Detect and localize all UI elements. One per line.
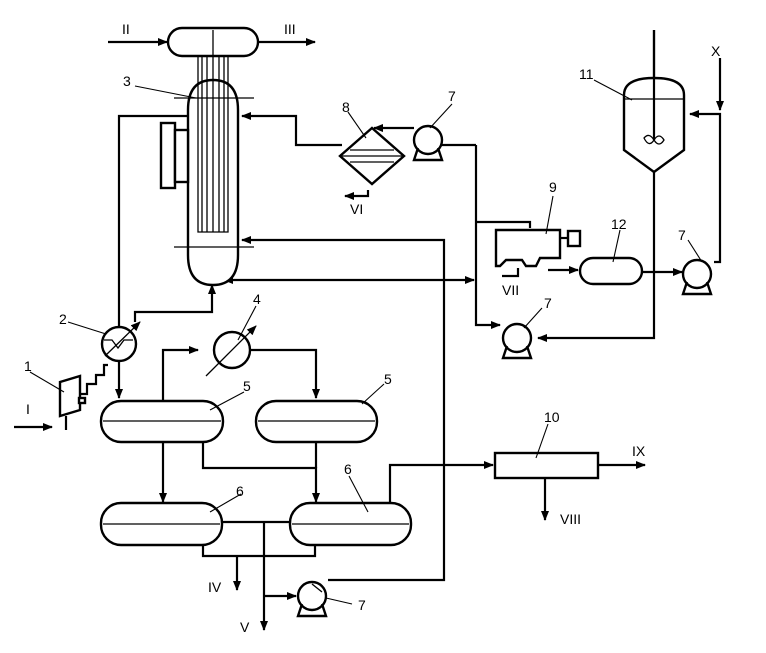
stream-X: X [711, 43, 721, 59]
stream-VIII: VIII [560, 511, 581, 527]
label-6-right: 6 [344, 461, 352, 477]
stream-labels: I II III IV V VI VII VIII IX X [26, 21, 721, 635]
stream-VI: VI [350, 201, 363, 217]
filter-8 [338, 126, 406, 186]
label-7-bottom: 7 [358, 597, 366, 613]
label-4: 4 [253, 291, 261, 307]
leader-lines [29, 79, 703, 605]
label-7-middle: 7 [544, 295, 552, 311]
label-7-right: 7 [678, 227, 686, 243]
label-7-top: 7 [448, 88, 456, 104]
reactor-3 [159, 30, 254, 287]
heat-exchanger-4 [205, 325, 257, 377]
stream-V: V [240, 619, 250, 635]
label-10: 10 [544, 409, 560, 425]
stream-IV: IV [208, 579, 222, 595]
label-3: 3 [123, 73, 131, 89]
compressor-1 [58, 374, 87, 430]
label-9: 9 [549, 179, 557, 195]
drum-6-right [288, 501, 413, 547]
pump-7-middle [501, 322, 533, 360]
stream-III: III [284, 21, 296, 37]
stream-VII: VII [502, 282, 519, 298]
stream-I: I [26, 401, 30, 417]
mixer-tank-11 [622, 30, 686, 174]
label-12: 12 [611, 216, 627, 232]
label-6-left: 6 [236, 483, 244, 499]
label-5-left: 5 [243, 378, 251, 394]
pipelines [14, 30, 724, 631]
stream-IX: IX [632, 443, 646, 459]
collector-12 [578, 256, 644, 286]
separator-5-right [254, 399, 379, 444]
pump-7-bottom [296, 580, 328, 618]
label-11: 11 [579, 66, 594, 82]
heat-exchanger-2 [100, 321, 141, 363]
stream-II: II [122, 21, 130, 37]
equipment-numbers: 1 2 3 4 5 5 6 6 7 7 7 7 8 9 10 11 12 [24, 66, 686, 613]
column-10 [493, 451, 600, 480]
pump-7-right [681, 258, 713, 296]
label-2: 2 [59, 311, 67, 327]
pump-7-top [412, 124, 444, 162]
drum-6-left [99, 501, 224, 547]
label-8: 8 [342, 99, 350, 115]
separator-5-left [99, 399, 225, 444]
drier-9 [494, 228, 582, 268]
label-1: 1 [24, 358, 32, 374]
label-5-right: 5 [384, 371, 392, 387]
